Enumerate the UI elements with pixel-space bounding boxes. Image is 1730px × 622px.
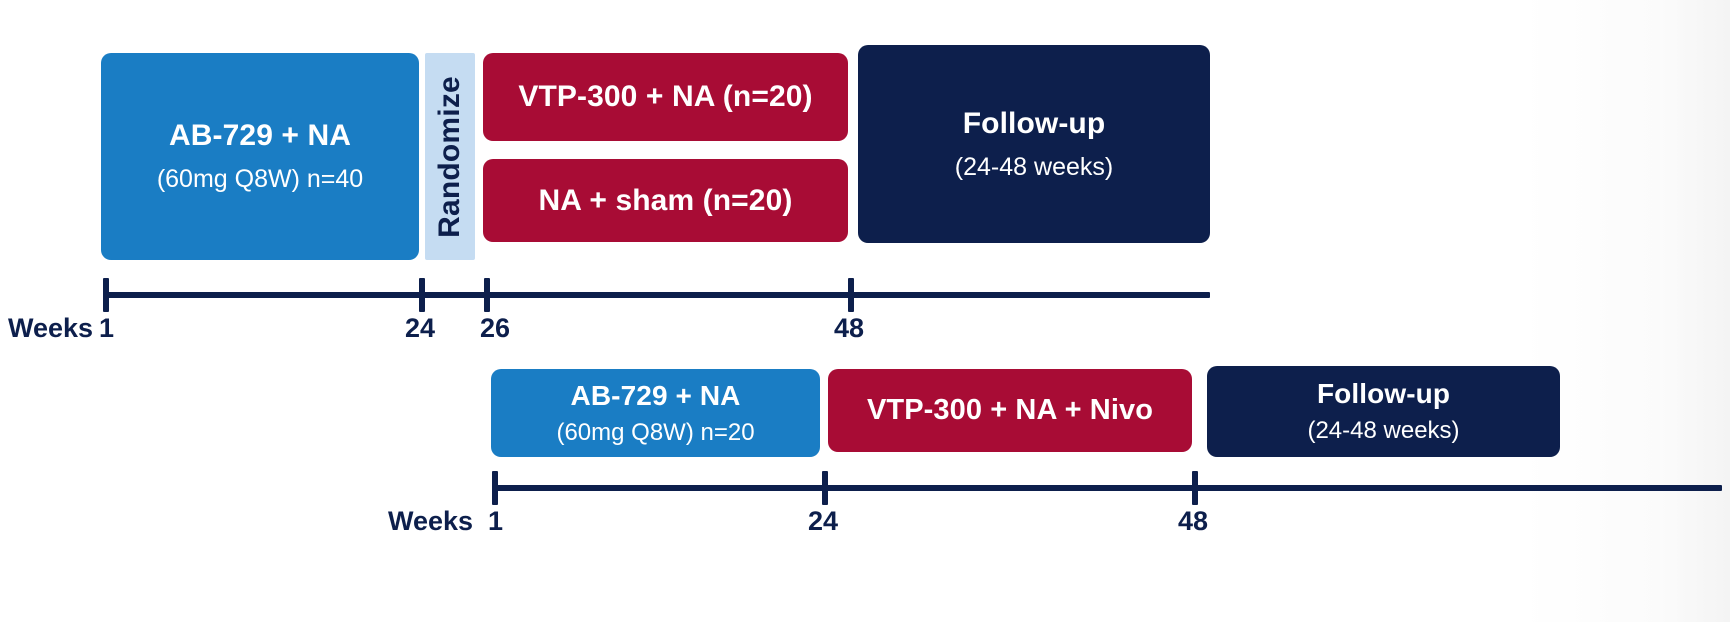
cohort2-follow-up-box: Follow-up (24-48 weeks) xyxy=(1207,366,1560,457)
cohort2-axis-label-48: 48 xyxy=(1178,506,1209,536)
cohort2-lead-in-title: AB-729 + NA xyxy=(570,379,741,411)
cohort2-treatment-title: VTP-300 + NA + Nivo xyxy=(866,394,1154,427)
cohort2-follow-up-subtitle: (24-48 weeks) xyxy=(1307,417,1460,445)
cohort2-lead-in-box: AB-729 + NA (60mg Q8W) n=20 xyxy=(491,369,820,457)
cohort1-axis-line xyxy=(103,292,1210,298)
randomize-strip: Randomize xyxy=(425,53,475,260)
cohort2-treatment-box: VTP-300 + NA + Nivo xyxy=(828,369,1192,452)
cohort1-follow-up-box: Follow-up (24-48 weeks) xyxy=(858,45,1210,243)
cohort2-lead-in-subtitle: (60mg Q8W) n=20 xyxy=(556,418,755,446)
cohort1-axis-label-48: 48 xyxy=(834,313,865,343)
cohort2-tick-24 xyxy=(822,471,828,505)
cohort2-tick-1 xyxy=(492,471,498,505)
cohort1-lead-in-subtitle: (60mg Q8W) n=40 xyxy=(156,165,364,194)
cohort1-follow-up-title: Follow-up xyxy=(962,106,1106,140)
cohort2-follow-up-title: Follow-up xyxy=(1316,378,1451,410)
randomize-label: Randomize xyxy=(433,75,467,238)
cohort2-tick-48 xyxy=(1192,471,1198,505)
cohort1-tick-26 xyxy=(484,278,490,312)
cohort2-axis-label-24: 24 xyxy=(808,506,839,536)
cohort1-arm-a-title: VTP-300 + NA (n=20) xyxy=(518,80,813,114)
cohort2-weeks-label: Weeks xyxy=(388,506,474,536)
cohort1-arm-a-box: VTP-300 + NA (n=20) xyxy=(483,53,848,141)
cohort1-lead-in-title: AB-729 + NA xyxy=(169,119,351,153)
cohort1-tick-48 xyxy=(848,278,854,312)
cohort2-axis-line xyxy=(492,485,1722,491)
cohort1-arm-b-title: NA + sham (n=20) xyxy=(538,183,793,217)
cohort1-weeks-label: Weeks xyxy=(8,313,94,343)
cohort1-axis-label-24: 24 xyxy=(405,313,436,343)
cohort1-follow-up-subtitle: (24-48 weeks) xyxy=(954,152,1114,181)
cohort2-axis-label-1: 1 xyxy=(488,506,504,536)
cohort1-tick-24 xyxy=(419,278,425,312)
cohort1-arm-b-box: NA + sham (n=20) xyxy=(483,159,848,242)
cohort1-axis-label-26: 26 xyxy=(480,313,511,343)
cohort1-axis-label-1: 1 xyxy=(99,313,115,343)
cohort1-lead-in-box: AB-729 + NA (60mg Q8W) n=40 xyxy=(101,53,419,260)
cohort1-tick-1 xyxy=(103,278,109,312)
